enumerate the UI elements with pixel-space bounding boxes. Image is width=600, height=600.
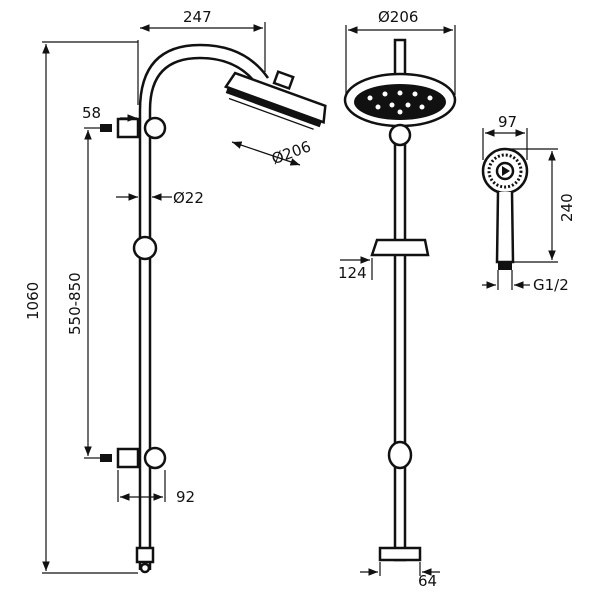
front-view: Ø206 124 64 xyxy=(338,8,457,590)
dim-pipe-diameter: Ø22 xyxy=(173,189,204,207)
dim-hand-shower-length: 240 xyxy=(558,193,576,222)
dim-bracket-depth: 92 xyxy=(176,488,195,506)
dim-wall-offset: 58 xyxy=(82,104,101,122)
diverter-valve xyxy=(135,546,155,564)
dim-head-diameter-side: Ø206 xyxy=(269,137,313,168)
dim-bracket-range: 550-850 xyxy=(66,272,84,335)
dim-hand-shower-diameter: 97 xyxy=(498,113,517,131)
dim-thread: G1/2 xyxy=(533,276,569,294)
front-slider xyxy=(370,238,430,257)
upper-wall-bracket xyxy=(116,117,140,139)
dim-total-height: 1060 xyxy=(24,282,42,320)
dim-arm-reach: 247 xyxy=(183,8,212,26)
dim-valve-width: 64 xyxy=(418,572,437,590)
side-view: 247 Ø206 58 Ø22 1060 550-850 92 xyxy=(24,8,327,574)
lower-wall-bracket xyxy=(116,447,140,469)
front-clamp xyxy=(387,440,413,470)
hand-shower-view: 97 240 G1/2 xyxy=(481,113,576,294)
side-shower-head xyxy=(223,70,327,130)
dim-head-diameter-front: Ø206 xyxy=(378,8,418,26)
middle-clamp xyxy=(132,235,158,261)
dim-slider-depth: 124 xyxy=(338,264,367,282)
front-valve xyxy=(378,546,422,562)
